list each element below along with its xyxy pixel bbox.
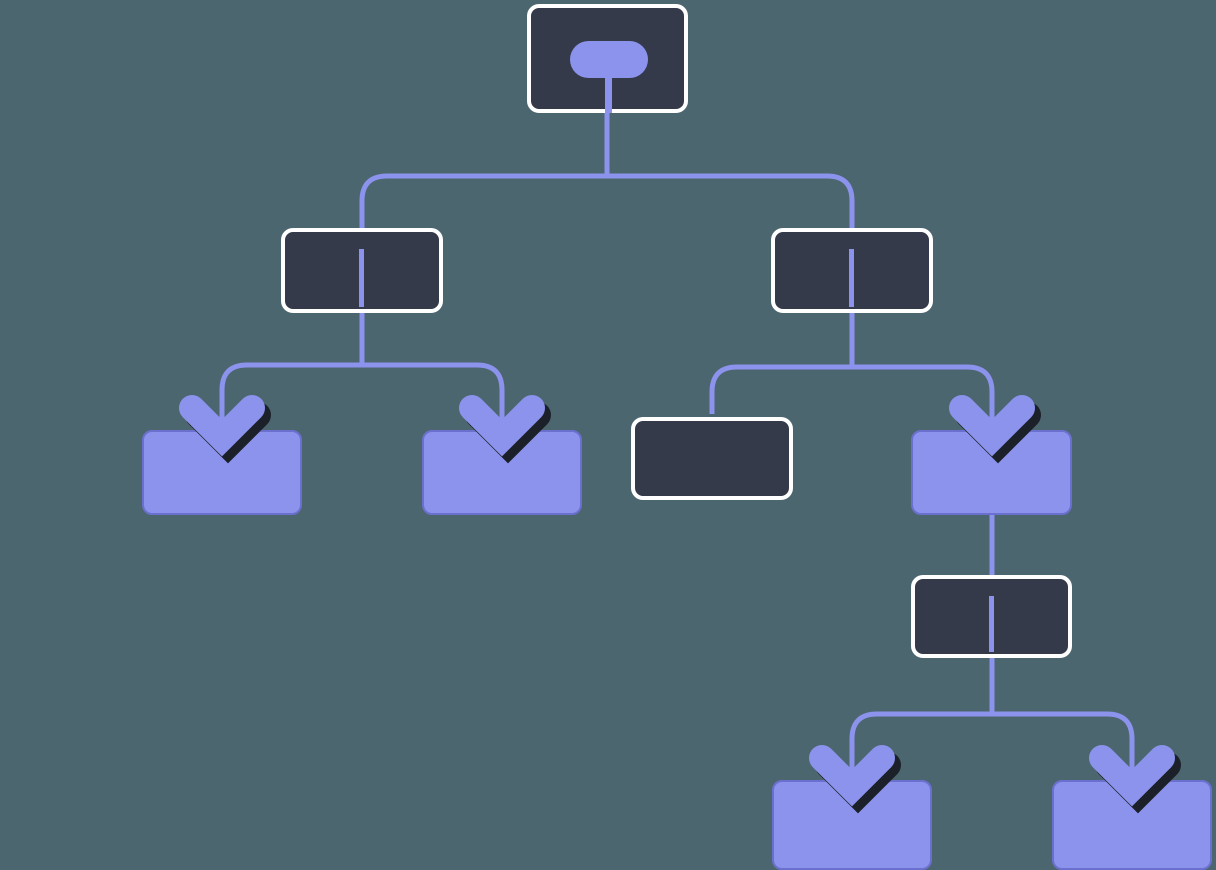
node-leaf-1[interactable]	[142, 430, 302, 515]
node-leaf-4[interactable]	[1052, 780, 1212, 870]
through-line-level3	[989, 596, 994, 652]
node-branch-accent[interactable]	[911, 430, 1072, 515]
node-leaf-2[interactable]	[422, 430, 582, 515]
node-leaf-3[interactable]	[772, 780, 932, 870]
through-line-level1-left	[359, 249, 364, 307]
root-pill-stem	[605, 70, 612, 113]
node-root[interactable]	[527, 4, 688, 113]
node-level2-dark[interactable]	[631, 417, 793, 500]
through-line-level1-right	[849, 249, 854, 307]
